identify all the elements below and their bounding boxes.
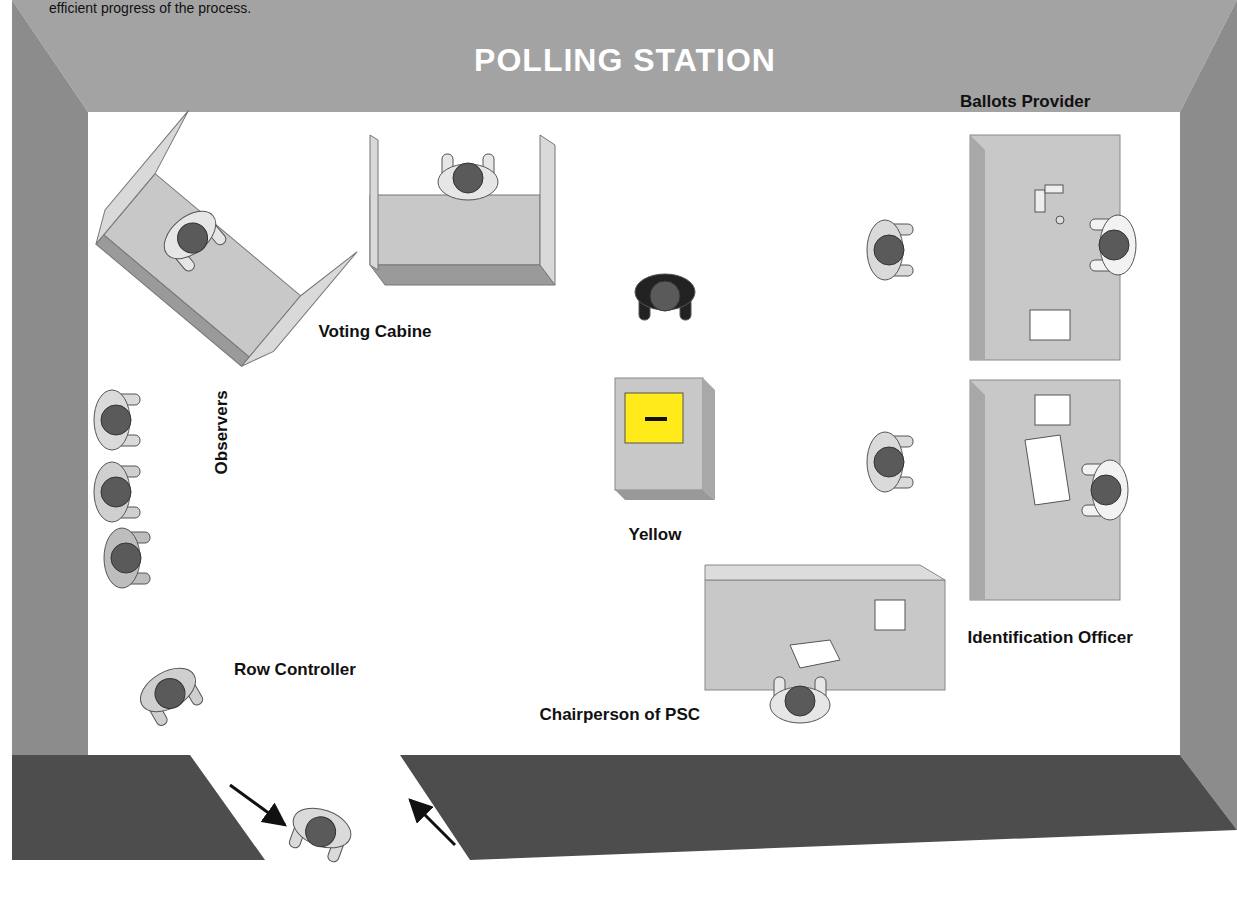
role-label: Chairperson of PSC: [540, 706, 701, 725]
furniture: [84, 110, 1120, 845]
person-figure: [867, 432, 913, 492]
person-figure: [635, 274, 695, 320]
person-figure: [438, 154, 498, 200]
role-label: Identification Officer: [968, 629, 1133, 648]
people: [94, 154, 1136, 865]
bottom-wall-right: [400, 755, 1237, 860]
bottom-wall-left: [12, 755, 265, 860]
room-title: POLLING STATION: [474, 42, 776, 79]
role-label: Voting Cabine: [319, 323, 432, 342]
right-wall: [1180, 0, 1237, 830]
person-figure: [284, 801, 356, 865]
person-figure: [770, 677, 830, 723]
top-wall: [12, 0, 1237, 112]
person-figure: [155, 202, 231, 276]
role-label: Yellow: [629, 526, 682, 545]
caption-fragment: efficient progress of the process.: [49, 1, 251, 16]
person-figure: [133, 659, 208, 729]
person-figure: [867, 220, 913, 280]
role-label: Row Controller: [234, 661, 356, 680]
person-figure: [94, 462, 140, 522]
person-figure: [1090, 215, 1136, 275]
person-figure: [1082, 460, 1128, 520]
person-figure: [94, 390, 140, 450]
left-wall: [12, 0, 88, 790]
role-label: Observers: [213, 390, 232, 474]
person-figure: [104, 528, 150, 588]
role-label: Ballots Provider: [960, 93, 1090, 112]
